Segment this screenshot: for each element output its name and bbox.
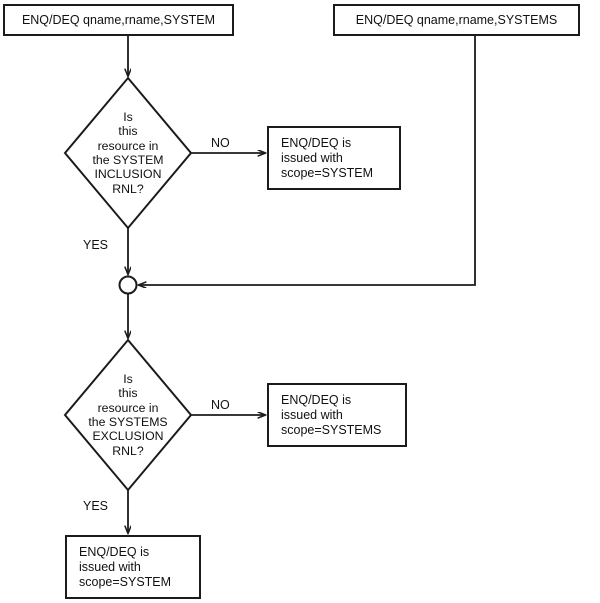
merge-connector-circle xyxy=(118,275,138,295)
node-decision-inclusion-label: Is this resource in the SYSTEM INCLUSION… xyxy=(92,109,164,196)
node-issue-system-1-label: ENQ/DEQ is issued with scope=SYSTEM xyxy=(281,135,374,180)
edge-label-exclusion-no: NO xyxy=(211,398,230,412)
edge-start-systems-to-merge xyxy=(139,36,476,285)
node-decision-exclusion-label: Is this resource in the SYSTEMS EXCLUSIO… xyxy=(88,371,168,458)
node-start-system-label: ENQ/DEQ qname,rname,SYSTEM xyxy=(21,12,216,27)
node-start-systems: ENQ/DEQ qname,rname,SYSTEMS xyxy=(333,4,580,36)
node-issue-system-1: ENQ/DEQ is issued with scope=SYSTEM xyxy=(267,126,401,190)
node-start-system: ENQ/DEQ qname,rname,SYSTEM xyxy=(3,4,234,36)
node-issue-system-2-label: ENQ/DEQ is issued with scope=SYSTEM xyxy=(79,544,172,589)
node-start-systems-label: ENQ/DEQ qname,rname,SYSTEMS xyxy=(355,12,558,27)
node-issue-system-2: ENQ/DEQ is issued with scope=SYSTEM xyxy=(65,535,201,599)
edge-label-inclusion-yes: YES xyxy=(83,238,109,252)
node-issue-systems: ENQ/DEQ is issued with scope=SYSTEMS xyxy=(267,383,407,447)
edge-label-inclusion-no: NO xyxy=(211,136,230,150)
node-issue-systems-label: ENQ/DEQ is issued with scope=SYSTEMS xyxy=(281,392,382,437)
edge-label-exclusion-yes: YES xyxy=(83,499,109,513)
